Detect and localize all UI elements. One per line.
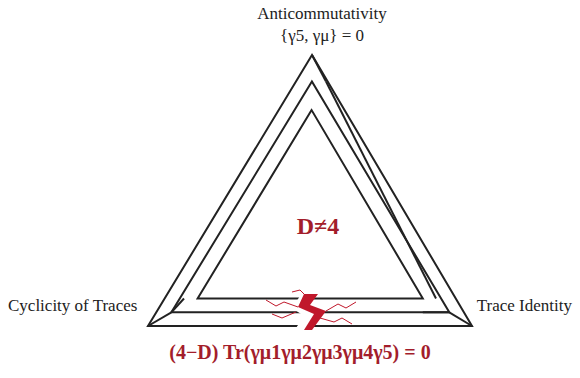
crack-label: D≠4: [297, 212, 340, 240]
vertex-label: Cyclicity of Traces: [8, 296, 137, 316]
vertex-label: Anticommutativity: [257, 4, 386, 24]
formula-label: {γ5, γμ} = 0: [280, 26, 364, 46]
vertex-label: Trace Identity: [477, 296, 572, 316]
caption: (4−D) Tr(γμ1γμ2γμ3γμ4γ5) = 0: [169, 340, 430, 364]
crack: [266, 290, 356, 330]
